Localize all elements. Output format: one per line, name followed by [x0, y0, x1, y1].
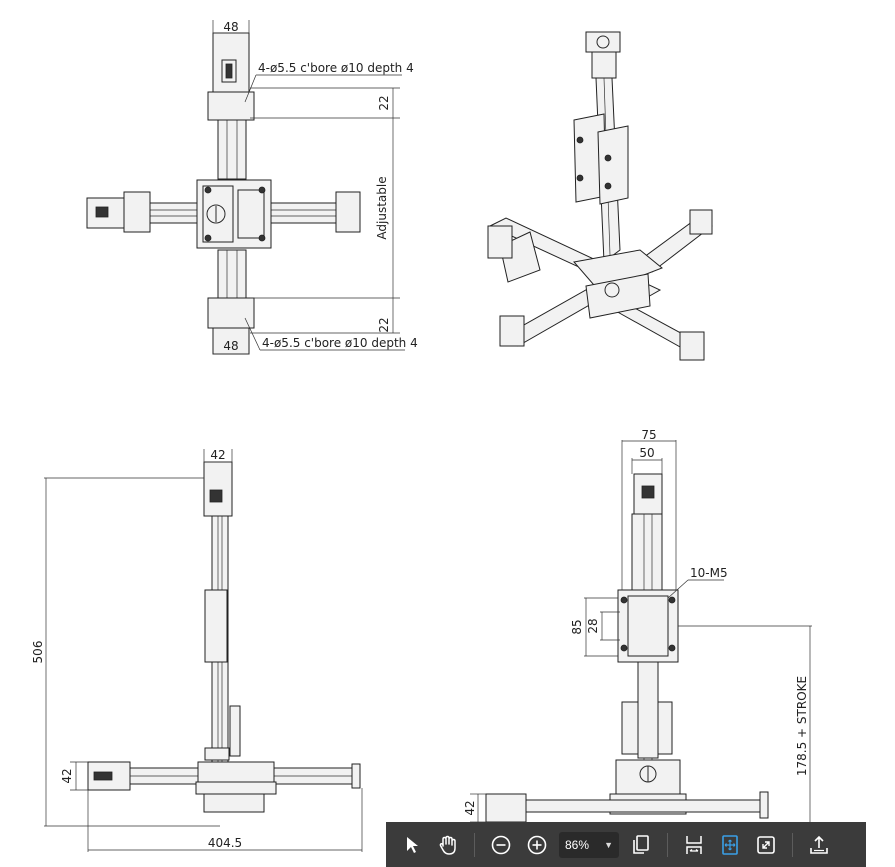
top-view-note-top: 4-ø5.5 c'bore ø10 depth 4 [258, 61, 414, 75]
toolbar-separator [474, 832, 475, 857]
side-view-top-width: 42 [210, 448, 225, 462]
front-view-inner-width: 50 [639, 446, 654, 460]
viewer-toolbar: 86% ▼ [386, 822, 866, 867]
front-view-stroke: 178.5 + STROKE [795, 676, 809, 776]
top-view-width-top: 48 [223, 20, 238, 34]
side-view-base-height: 42 [60, 768, 74, 783]
front-view-hole-pitch: 28 [586, 618, 600, 633]
zoom-level-select[interactable]: 86% ▼ [559, 831, 619, 858]
top-view-offset-bottom: 22 [377, 317, 391, 332]
top-view-note-bottom: 4-ø5.5 c'bore ø10 depth 4 [262, 336, 418, 350]
fullscreen-button[interactable] [750, 829, 782, 861]
zoom-in-icon [527, 835, 547, 854]
pages-icon [633, 834, 649, 854]
upload-icon [810, 835, 828, 854]
toolbar-separator [792, 832, 793, 857]
fit-page-icon [722, 834, 738, 855]
top-view: 48 4-ø5.5 c'bore ø10 depth 4 22 Adjustab… [86, 20, 418, 355]
iso-view [487, 31, 713, 361]
fit-width-icon [686, 835, 702, 854]
front-view-base-height: 42 [463, 800, 477, 815]
top-view-adjustable: Adjustable [375, 176, 389, 239]
front-view: 75 50 10-M5 85 28 178.5 + STROKE 42 [463, 428, 812, 823]
zoom-out-button[interactable] [485, 829, 517, 861]
top-view-offset-top: 22 [377, 95, 391, 110]
front-view-outer-width: 75 [641, 428, 656, 442]
page-view-button[interactable] [625, 829, 657, 861]
zoom-level-value: 86% [565, 837, 590, 852]
side-view: 42 506 42 404.5 [31, 448, 363, 852]
front-view-thread-note: 10-M5 [690, 566, 728, 580]
share-button[interactable] [803, 829, 835, 861]
pan-tool-button[interactable] [432, 829, 464, 861]
fit-page-button[interactable] [714, 829, 746, 861]
toolbar-separator [667, 832, 668, 857]
fit-width-button[interactable] [678, 829, 710, 861]
hand-icon [439, 835, 456, 855]
zoom-in-button[interactable] [521, 829, 553, 861]
zoom-out-icon [491, 835, 511, 854]
side-view-height: 506 [31, 641, 45, 664]
chevron-down-icon: ▼ [604, 839, 613, 850]
cursor-arrow-icon [407, 836, 418, 853]
front-view-carriage-height: 85 [570, 619, 584, 634]
select-tool-button[interactable] [396, 829, 428, 861]
side-view-base-length: 404.5 [208, 836, 242, 850]
fullscreen-icon [757, 835, 775, 854]
top-view-width-bottom: 48 [223, 339, 238, 353]
